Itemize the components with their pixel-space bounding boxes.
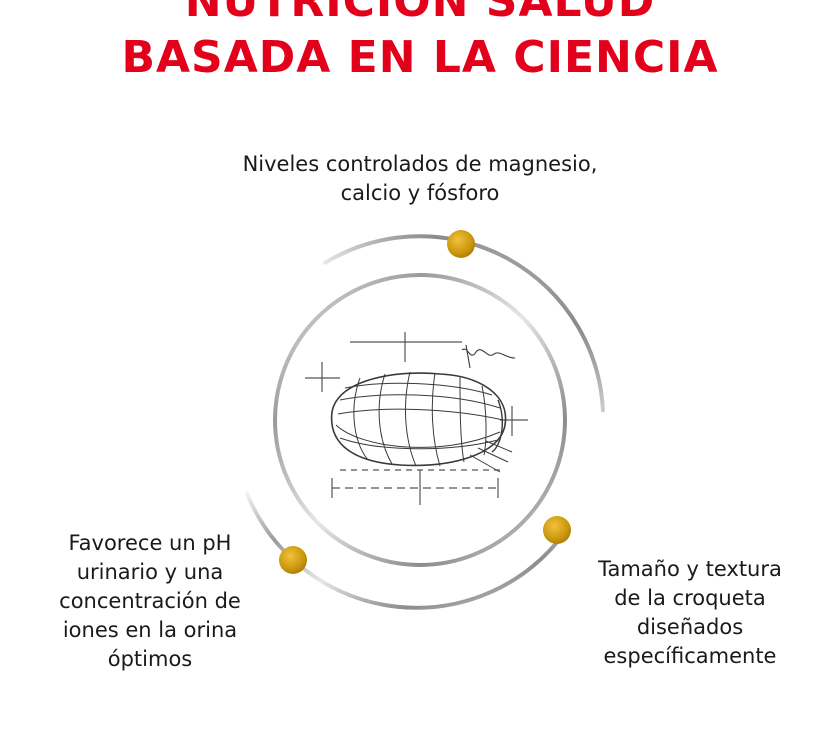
benefit-mineral-levels: Niveles controlados de magnesio, calcio …: [220, 150, 620, 208]
benefit-kibble-size: Tamaño y textura de la croqueta diseñado…: [570, 555, 810, 671]
benefit-line: óptimos: [107, 647, 193, 671]
gold-dot-icon: [447, 230, 475, 258]
benefit-line: Niveles controlados de magnesio,: [242, 152, 598, 176]
benefit-line: calcio y fósforo: [340, 181, 500, 205]
gold-dot-icon: [279, 546, 307, 574]
title-line-2: BASADA EN LA CIENCIA: [121, 32, 719, 83]
benefit-line: de la croqueta: [614, 586, 766, 610]
kibble-sketch-icon: [330, 344, 516, 473]
benefit-line: urinario y una: [76, 560, 224, 584]
crosshair-marks: [305, 332, 528, 505]
inner-ring: [273, 273, 567, 567]
outer-arc-bottom: [244, 491, 569, 610]
benefit-line: Favorece un pH: [68, 531, 232, 555]
benefit-urinary-ph: Favorece un pH urinario y una concentrac…: [30, 529, 270, 674]
benefit-line: diseñados: [636, 615, 744, 639]
title-line-1: NUTRICIÓN SALUD: [184, 0, 656, 27]
benefit-line: específicamente: [603, 644, 777, 668]
benefit-line: Tamaño y textura: [598, 557, 782, 581]
benefit-line: iones en la orina: [62, 618, 238, 642]
outer-arc-top: [323, 234, 605, 413]
benefit-line: concentración de: [59, 589, 241, 613]
gold-dot-icon: [543, 516, 571, 544]
